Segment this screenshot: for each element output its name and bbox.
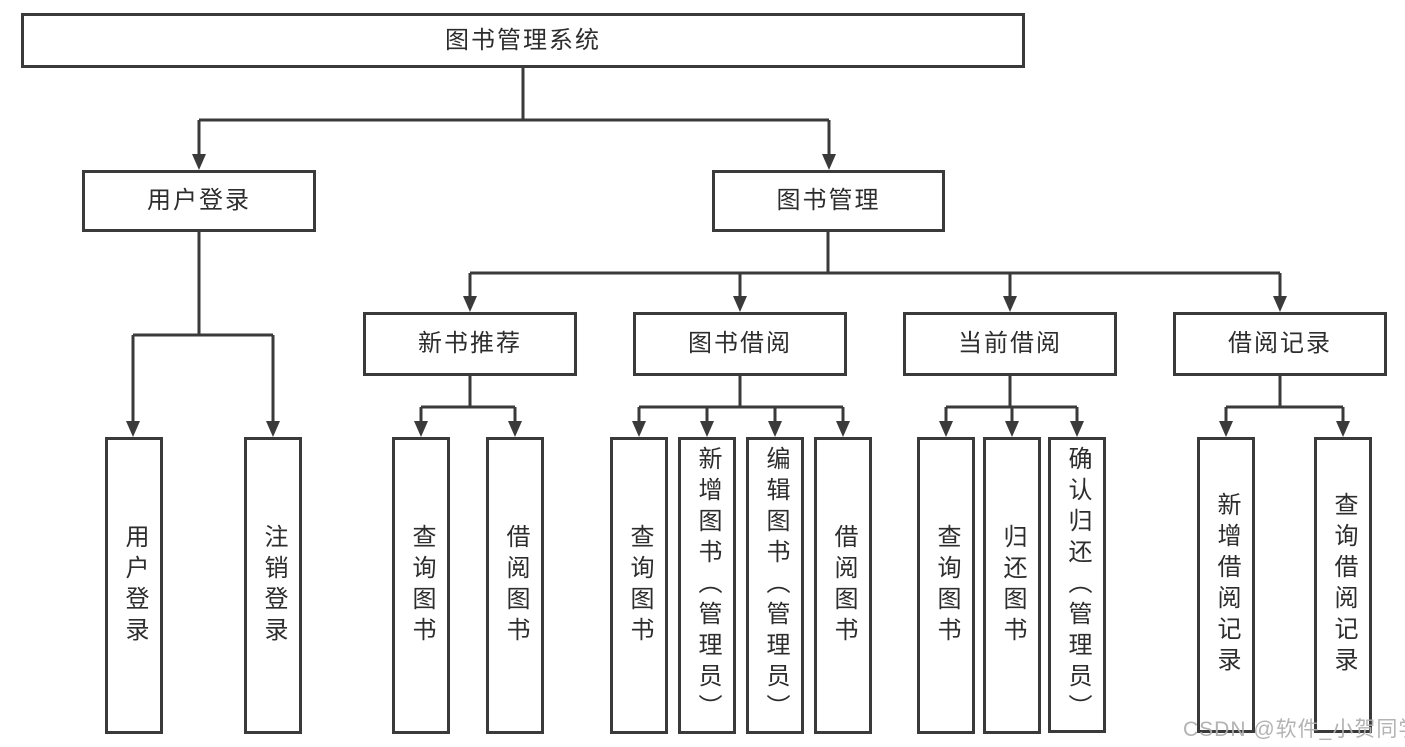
leaf-borrow-borrow: 借阅图书 (814, 437, 872, 734)
leaf-newbooks-query: 查询图书 (392, 437, 450, 734)
node-root: 图书管理系统 (21, 13, 1025, 68)
node-user-login: 用户登录 (82, 170, 316, 232)
leaf-newbooks-query-label: 查询图书 (408, 523, 435, 648)
leaf-user-login: 用户登录 (105, 437, 163, 734)
node-current-borrow: 当前借阅 (903, 312, 1117, 376)
leaf-borrow-query: 查询图书 (610, 437, 668, 734)
leaf-borrow-query-label: 查询图书 (626, 523, 653, 648)
leaf-logout: 注销登录 (244, 437, 302, 734)
leaf-current-query: 查询图书 (917, 437, 975, 734)
leaf-logout-label: 注销登录 (260, 523, 287, 648)
node-new-books-label: 新书推荐 (418, 330, 522, 357)
node-borrow-records: 借阅记录 (1173, 312, 1387, 376)
leaf-newbooks-borrow: 借阅图书 (486, 437, 544, 734)
leaf-borrow-borrow-label: 借阅图书 (830, 523, 857, 648)
leaf-records-add: 新增借阅记录 (1197, 437, 1255, 733)
leaf-current-return-label: 归还图书 (999, 523, 1026, 648)
leaf-current-query-label: 查询图书 (933, 523, 960, 648)
node-book-borrow: 图书借阅 (633, 312, 847, 376)
leaf-records-query-label: 查询借阅记录 (1330, 492, 1357, 678)
node-current-borrow-label: 当前借阅 (958, 330, 1062, 357)
node-new-books: 新书推荐 (363, 312, 577, 376)
node-borrow-records-label: 借阅记录 (1228, 330, 1332, 357)
leaf-current-return: 归还图书 (983, 437, 1041, 734)
leaf-current-confirm-label: 确认归还（管理员） (1064, 445, 1091, 725)
leaf-borrow-add-label: 新增图书（管理员） (694, 446, 721, 725)
node-book-borrow-label: 图书借阅 (688, 330, 792, 357)
leaf-records-query: 查询借阅记录 (1314, 437, 1372, 733)
leaf-borrow-edit: 编辑图书（管理员） (746, 437, 804, 734)
node-book-mgmt: 图书管理 (712, 170, 945, 232)
leaf-current-confirm: 确认归还（管理员） (1048, 437, 1106, 733)
leaf-user-login-label: 用户登录 (121, 523, 148, 648)
watermark: CSDN @软件_小贺同学 (1183, 718, 1405, 741)
leaf-borrow-add: 新增图书（管理员） (678, 437, 736, 734)
node-book-mgmt-label: 图书管理 (776, 187, 881, 214)
node-user-login-label: 用户登录 (147, 187, 251, 214)
leaf-newbooks-borrow-label: 借阅图书 (502, 523, 529, 648)
leaf-records-add-label: 新增借阅记录 (1213, 492, 1240, 678)
leaf-borrow-edit-label: 编辑图书（管理员） (762, 446, 789, 725)
node-root-label: 图书管理系统 (445, 26, 601, 54)
